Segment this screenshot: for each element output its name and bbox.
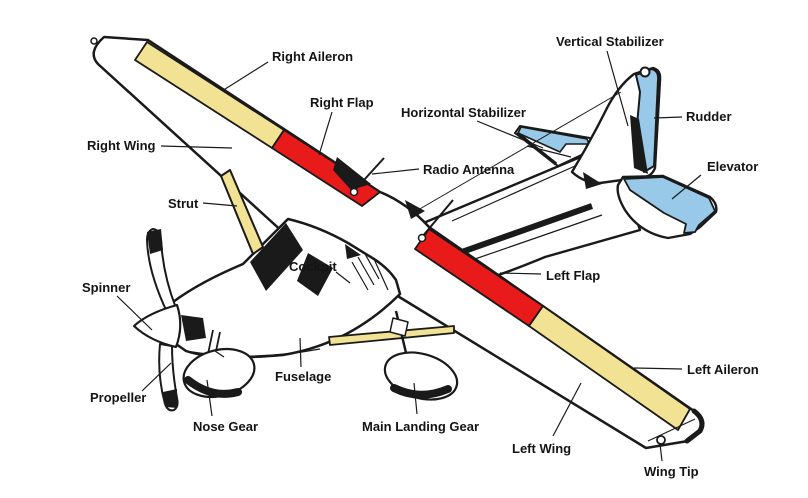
leader-rudder	[653, 116, 683, 119]
leader-right-flap	[318, 111, 333, 156]
leader-elevator	[671, 174, 702, 200]
nose-wheel-shadow	[184, 376, 242, 398]
left-wing-tip-cap	[684, 408, 705, 444]
label-right-flap: Right Flap	[310, 95, 374, 110]
leader-lines	[116, 50, 702, 462]
leader-spinner	[116, 295, 153, 331]
boom-top-seam	[451, 165, 576, 222]
forward-fuselage	[170, 217, 402, 359]
spinner-shape	[132, 303, 182, 349]
hatch-edge	[373, 258, 389, 291]
nose-gear-leg	[207, 329, 214, 355]
label-spinner: Spinner	[82, 280, 130, 295]
main-gear	[383, 310, 459, 401]
label-radio-antenna: Radio Antenna	[423, 162, 515, 177]
label-fuselage: Fuselage	[275, 369, 331, 384]
label-left-aileron: Left Aileron	[687, 362, 759, 377]
leader-left-wing	[552, 382, 582, 437]
cowl-intake	[181, 315, 206, 341]
elevator-shape	[623, 176, 716, 234]
windshield	[250, 223, 303, 291]
right-wing-tip-hook	[90, 37, 98, 45]
left-aileron-shape	[528, 305, 691, 431]
hatch-line	[357, 256, 375, 286]
left-wing-tip-seam	[647, 418, 696, 442]
leader-main-landing-gear	[413, 382, 418, 415]
label-right-wing: Right Wing	[87, 138, 156, 153]
rudder-hinge-stripe	[630, 115, 648, 174]
leader-fuselage	[299, 337, 302, 368]
labels: Right Aileron Right Flap Vertical Stabil…	[82, 34, 759, 479]
label-nose-gear: Nose Gear	[193, 419, 258, 434]
hatch-line	[351, 261, 369, 291]
leader-wing-tip	[659, 443, 663, 462]
radio-antenna-base-front	[349, 187, 359, 197]
label-cockpit: Cockpit	[289, 259, 337, 274]
right-wing-strut	[220, 169, 264, 255]
wing-assembly	[90, 35, 705, 450]
label-wing-tip: Wing Tip	[644, 464, 699, 479]
leader-vertical-stabilizer	[606, 50, 629, 127]
leader-horizontal-stabilizer	[476, 120, 544, 149]
radio-antenna-base-rear	[417, 233, 427, 243]
tail-root-accent	[583, 172, 602, 189]
label-strut: Strut	[168, 196, 199, 211]
label-vertical-stabilizer: Vertical Stabilizer	[556, 34, 664, 49]
leader-left-aileron	[633, 367, 683, 370]
propeller-group	[132, 228, 182, 412]
beacon-light	[639, 66, 651, 78]
main-gear-collar	[389, 317, 409, 337]
leader-strut	[202, 202, 238, 207]
label-elevator: Elevator	[707, 159, 758, 174]
label-horizontal-stabilizer: Horizontal Stabilizer	[401, 105, 526, 120]
nose-fairing-notch	[214, 350, 225, 358]
propeller-blade-bottom-tip	[163, 389, 177, 408]
antenna-wire	[417, 91, 622, 211]
horizontal-stabilizer-far-seam	[526, 145, 572, 158]
leader-right-wing	[160, 145, 233, 149]
propeller-blade-top-tip	[147, 229, 163, 254]
main-wheel-shadow	[390, 384, 452, 399]
roof-wedge	[345, 244, 361, 259]
radio-antenna-mast-rear	[421, 199, 454, 238]
fuselage-stripe	[441, 203, 593, 262]
label-left-wing: Left Wing	[512, 441, 571, 456]
leader-right-aileron	[221, 61, 269, 92]
hatch-line	[363, 251, 380, 280]
leader-left-flap	[499, 272, 542, 275]
leader-radio-antenna	[371, 168, 420, 175]
label-propeller: Propeller	[90, 390, 146, 405]
label-right-aileron: Right Aileron	[272, 49, 353, 64]
radio-antenna-mast-front	[353, 157, 385, 192]
nose-gear	[182, 329, 256, 399]
belly-seam	[185, 348, 321, 357]
leader-nose-gear	[206, 379, 213, 417]
wing-root-accent-left	[405, 200, 425, 219]
left-wing-strut	[328, 325, 455, 346]
label-main-landing-gear: Main Landing Gear	[362, 419, 479, 434]
rear-window-hatching	[351, 251, 389, 291]
wing-tip-light	[656, 435, 666, 445]
side-window	[297, 253, 333, 296]
leader-propeller	[141, 362, 172, 392]
cockpit-pointer	[335, 271, 351, 284]
label-left-flap: Left Flap	[546, 268, 600, 283]
label-rudder: Rudder	[686, 109, 732, 124]
